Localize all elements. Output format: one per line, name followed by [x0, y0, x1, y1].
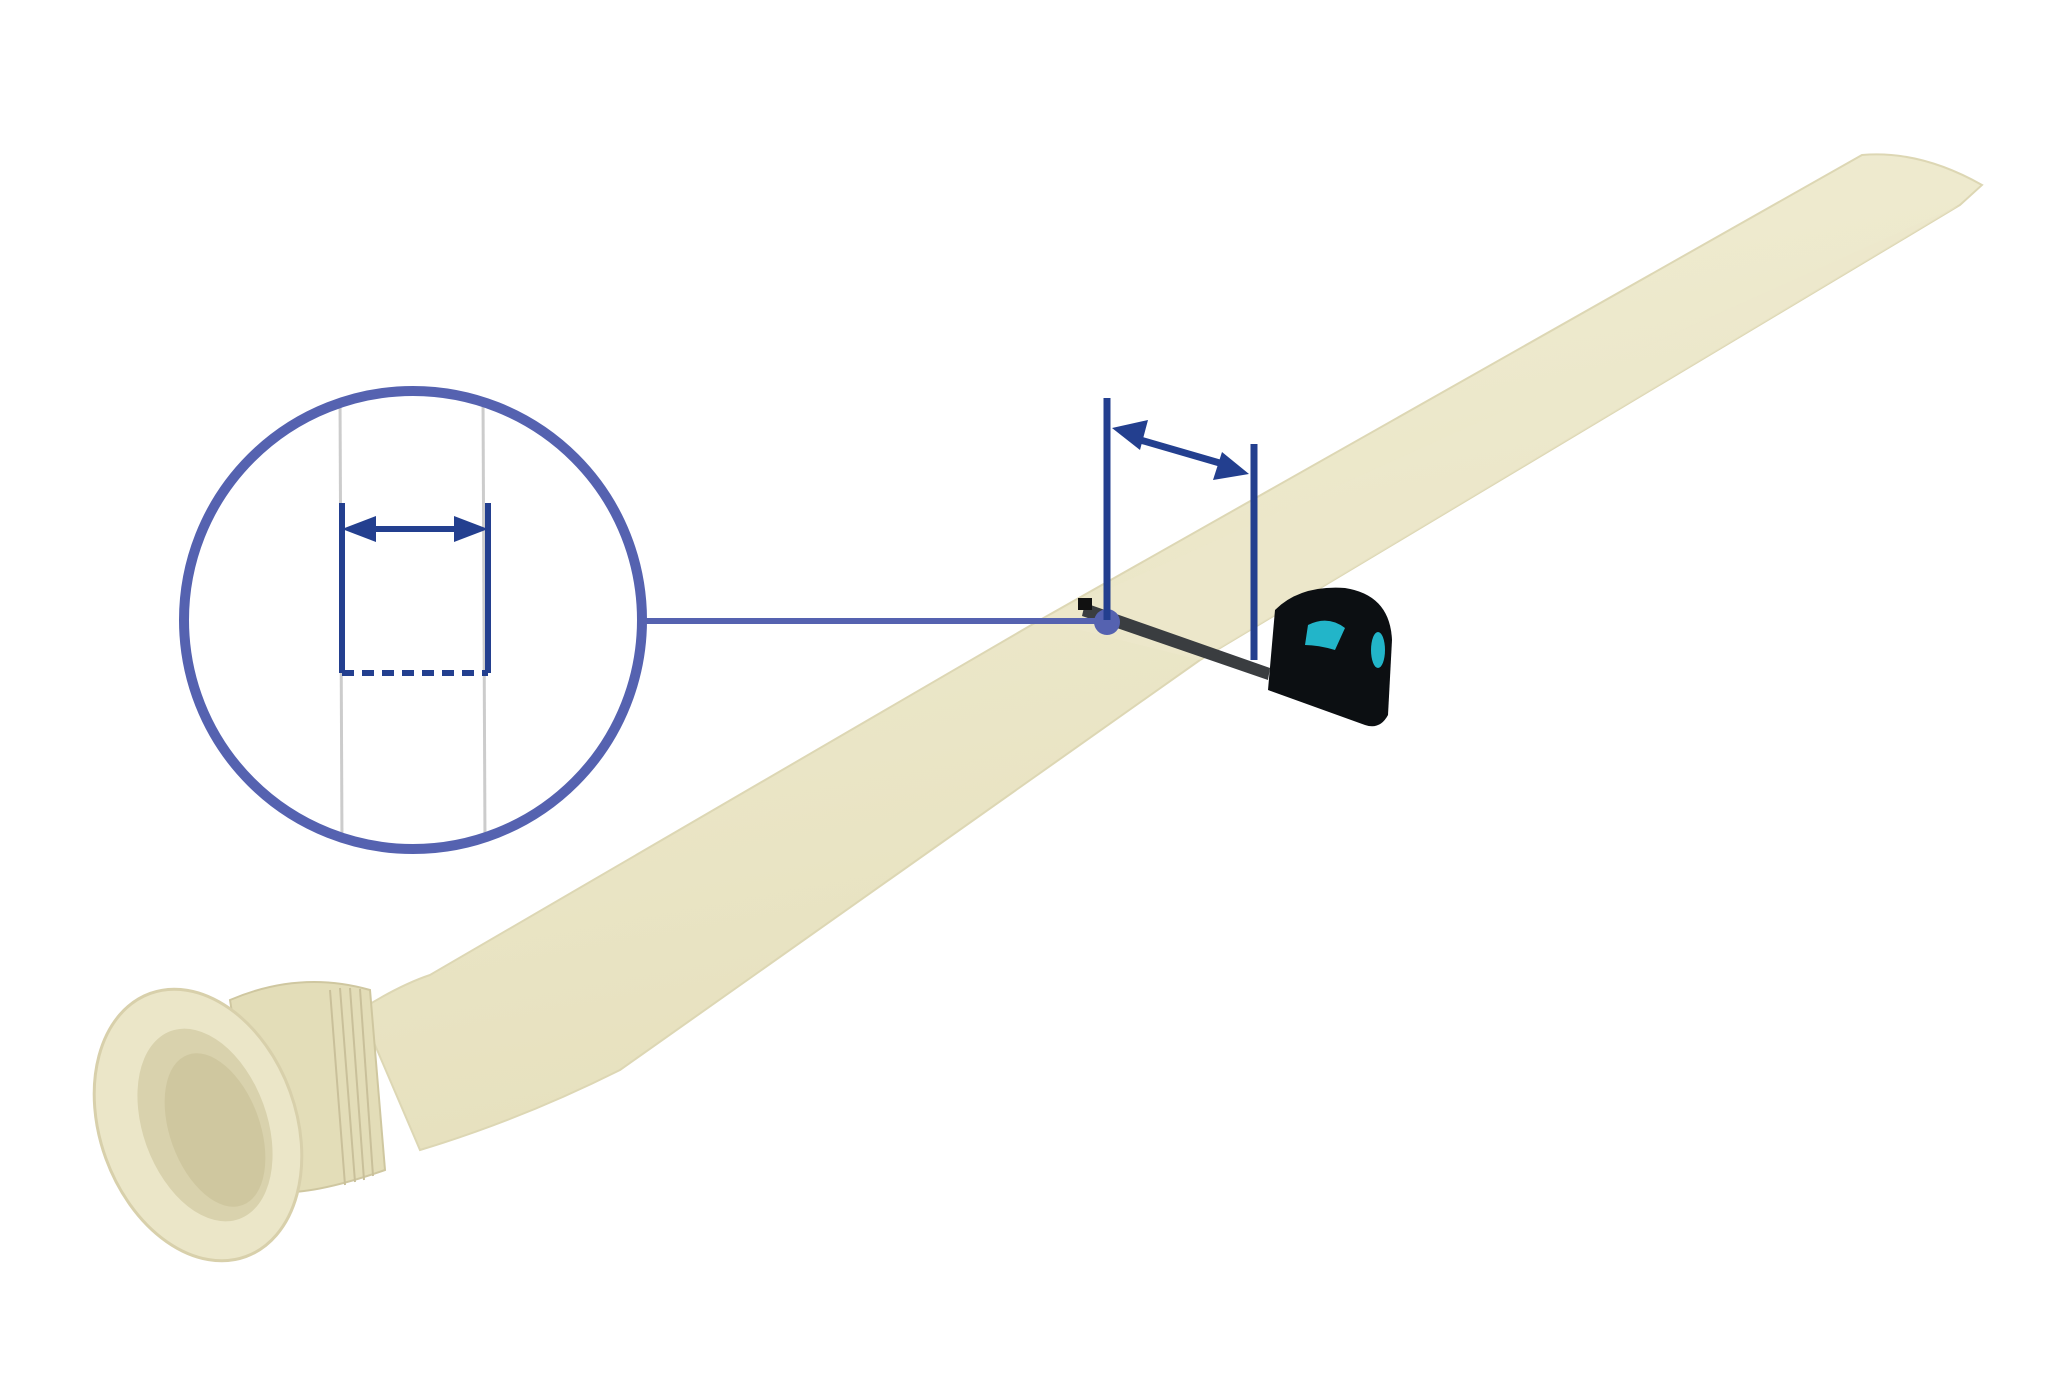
tape-measure-icon [1078, 587, 1392, 727]
filter-bag-fold [1040, 205, 1960, 660]
callout-guide-lines [338, 395, 487, 845]
callout-circle [179, 386, 647, 854]
arrow-left-icon [342, 516, 376, 542]
arrow-right-icon [1213, 452, 1249, 480]
arrow-left-icon [1112, 420, 1148, 450]
filter-bag-collar [92, 981, 387, 1263]
callout-anchor-dot [1094, 609, 1120, 635]
arrow-right-icon [454, 516, 488, 542]
measurement-bracket [1103, 398, 1258, 660]
